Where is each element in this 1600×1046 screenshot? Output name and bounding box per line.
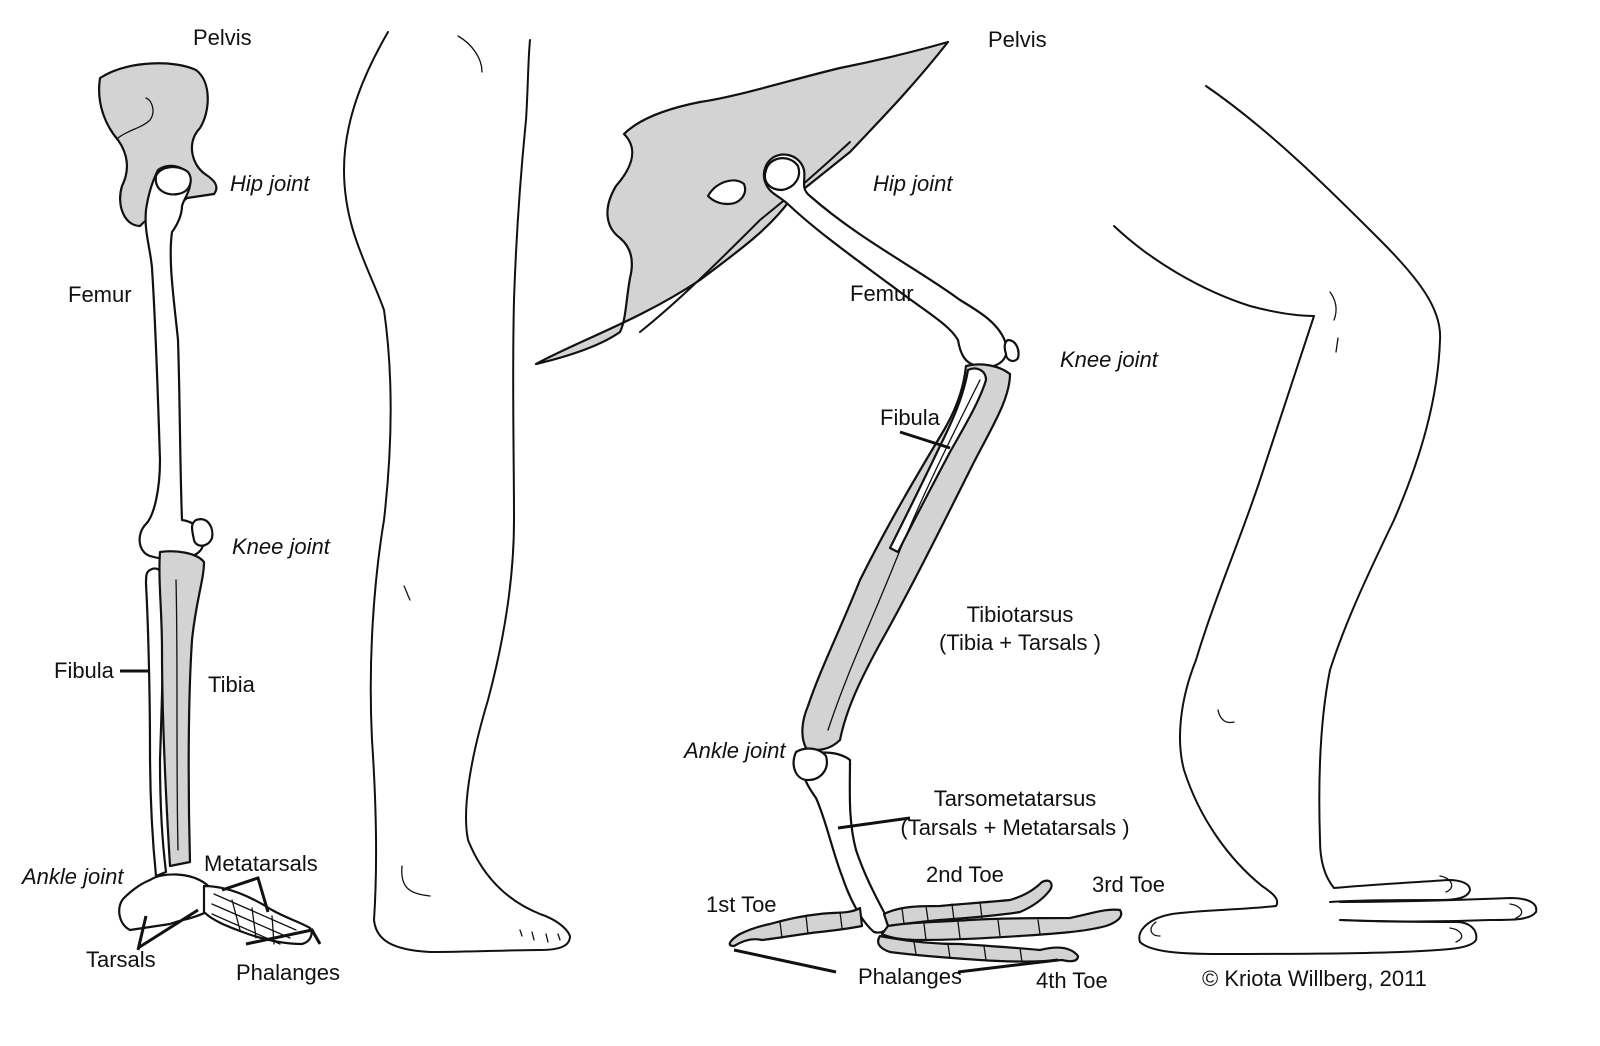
bird-knee-joint-label: Knee joint (1060, 347, 1158, 372)
human-hip-joint-label: Hip joint (230, 171, 310, 196)
bird-toe-joint-lines (779, 901, 1041, 963)
copyright-notice: © Kriota Willberg, 2011 (1202, 966, 1427, 991)
human-ankle-joint-label: Ankle joint (22, 864, 124, 889)
bird-toe-3-label: 3rd Toe (1092, 872, 1165, 897)
human-metatarsals-bracket (221, 876, 270, 913)
human-metatarsals-label: Metatarsals (204, 851, 318, 876)
bird-toe-1 (728, 906, 864, 948)
human-pelvis-label: Pelvis (193, 25, 252, 50)
bird-tibiotarsus (801, 363, 1012, 751)
bird-fibula-label: Fibula (880, 405, 940, 430)
human-pelvis-notch (117, 97, 154, 139)
human-tibia-shaft-line (175, 579, 179, 851)
bird-pelvis-edge (639, 141, 851, 333)
human-tarsals-label: Tarsals (86, 947, 156, 972)
human-toe-lines (211, 893, 297, 945)
bird-skeleton (534, 40, 1123, 974)
bird-ankle-joint-label: Ankle joint (684, 738, 786, 763)
bird-pelvis-foramen (706, 179, 747, 206)
bird-hip-joint-label: Hip joint (873, 171, 953, 196)
human-metatarsals (202, 884, 313, 946)
bird-tarsometatarsus-leader (837, 816, 911, 830)
human-patella (190, 518, 214, 547)
human-phalanges-bracket (245, 928, 322, 946)
human-tarsals (118, 873, 214, 932)
human-knee-joint-label: Knee joint (232, 534, 330, 559)
bird-ankle-bones (792, 747, 828, 782)
bird-toe-2-label: 2nd Toe (926, 862, 1004, 887)
human-femur-label: Femur (68, 282, 132, 307)
human-phalanges-label: Phalanges (236, 960, 340, 985)
bird-tibiotarsus-line (827, 379, 981, 731)
human-tibia-label: Tibia (208, 672, 255, 697)
human-skeleton (98, 62, 322, 951)
bird-toe-3 (880, 908, 1123, 942)
bird-leg-outline (1113, 85, 1538, 955)
bird-pelvis-label: Pelvis (988, 27, 1047, 52)
bird-toe-2 (882, 879, 1053, 928)
bird-fibula-leader (899, 430, 951, 450)
bird-patella (1003, 338, 1020, 363)
bird-toe-4 (877, 934, 1080, 963)
bird-toe-4-label: 4th Toe (1036, 968, 1108, 993)
human-fibula-label: Fibula (54, 658, 114, 683)
bird-toe-1-label: 1st Toe (706, 892, 777, 917)
bird-pelvis (534, 40, 950, 366)
human-tibia (158, 550, 206, 868)
human-femur-head (154, 166, 192, 196)
human-femur (138, 164, 205, 561)
bird-fibula (888, 367, 988, 554)
bird-tibiotarsus-label: Tibiotarsus (966, 602, 1074, 627)
bird-phalanges-leaders (733, 948, 1059, 974)
human-tarsals-bracket (136, 908, 199, 951)
bird-femur-label: Femur (850, 281, 914, 306)
bird-tarsometatarsus-label: Tarsometatarsus (933, 786, 1097, 811)
bird-phalanges-label: Phalanges (858, 964, 962, 989)
bird-tarsometatarsus-note: (Tarsals + Metatarsals ) (900, 815, 1130, 840)
bird-femur-head (763, 157, 801, 192)
bird-tibiotarsus-note: (Tibia + Tarsals ) (939, 630, 1101, 655)
human-leg-outline (343, 31, 571, 953)
